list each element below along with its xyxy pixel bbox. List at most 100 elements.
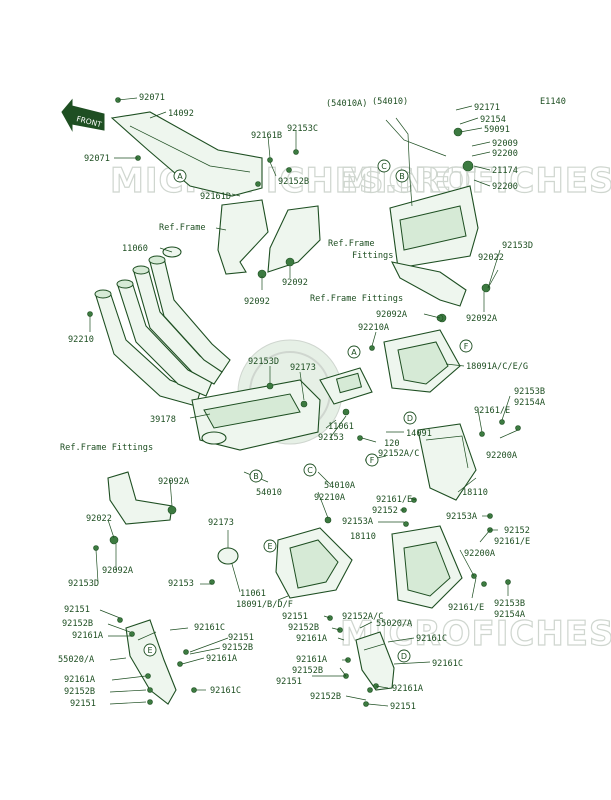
- part-number: 92151: [70, 699, 96, 709]
- part-number: 92153B: [494, 599, 525, 609]
- exhaust-collector-39178: [191, 367, 373, 451]
- part-number: 92161B: [251, 131, 282, 141]
- callout-d-lower: D: [397, 649, 411, 663]
- part-number: 92092: [244, 297, 270, 307]
- part-number: 92173: [208, 518, 234, 528]
- part-number: 92200A: [464, 549, 496, 559]
- part-number: 14092: [168, 109, 194, 119]
- part-number: 21174: [492, 166, 518, 176]
- callout-f-mid: F: [365, 453, 379, 467]
- part-number: 92153D: [502, 241, 533, 251]
- callout-b-mid: B: [249, 469, 263, 483]
- part-number: 92153: [168, 579, 194, 589]
- part-number: 92092A: [102, 566, 134, 576]
- part-number: 92161A: [64, 675, 96, 685]
- part-number: 92161/E: [376, 495, 412, 505]
- part-number: 92171: [474, 103, 500, 113]
- svg-text:E: E: [267, 542, 272, 551]
- part-number: 92153A: [446, 512, 478, 522]
- part-number: 92161/E: [474, 406, 510, 416]
- part-number: 54010: [256, 488, 282, 498]
- svg-text:E: E: [147, 646, 152, 655]
- part-number: 92161C: [210, 686, 241, 696]
- part-number: 18110: [462, 488, 488, 498]
- part-number: 92152A/C: [342, 612, 383, 622]
- callout-c-mid: C: [303, 463, 317, 477]
- svg-text:B: B: [253, 472, 259, 481]
- part-number: 92151: [276, 677, 302, 687]
- front-arrow: FRONT: [61, 98, 105, 132]
- part-number: 92152B: [310, 692, 341, 702]
- part-number: 92161A: [392, 684, 424, 694]
- part-number: 92161C: [194, 623, 225, 633]
- callouts: A B C A F D F B C E E D: [143, 159, 473, 663]
- part-number: 92092A: [158, 477, 190, 487]
- part-number: 92152B: [222, 643, 253, 653]
- part-number: 92153C: [287, 124, 318, 134]
- part-number: 92161A: [72, 631, 104, 641]
- part-number: 92152B: [288, 623, 319, 633]
- part-number: 92151: [390, 702, 416, 712]
- callout-d-mid: D: [403, 411, 417, 425]
- part-number: 59091: [484, 125, 510, 135]
- exhaust-headers: [94, 246, 231, 407]
- part-number: 92161A: [296, 634, 328, 644]
- ref-frame-label: Ref.Frame: [159, 223, 206, 233]
- part-number: 92161/E: [494, 537, 530, 547]
- svg-text:B: B: [399, 172, 405, 181]
- svg-text:F: F: [370, 456, 375, 465]
- part-number: 55020/A: [58, 655, 95, 665]
- callout-a-mid: A: [347, 345, 361, 359]
- callout-f-upper: F: [459, 339, 473, 353]
- ref-frame-fittings-top-2: Fittings: [352, 251, 393, 261]
- part-number: 92151: [64, 605, 90, 615]
- part-number: 92153A: [342, 517, 374, 527]
- part-number: 92161A: [206, 654, 238, 664]
- part-number: 92154A: [514, 398, 546, 408]
- callout-a-upper: A: [173, 169, 187, 183]
- part-number: 92200: [492, 182, 518, 192]
- ref-frame-fittings-top: Ref.Frame: [328, 239, 375, 249]
- leader-lines: [89, 97, 519, 707]
- part-number: 11060: [122, 244, 148, 254]
- part-number: 92210A: [358, 323, 390, 333]
- part-number: 92152B: [64, 687, 95, 697]
- part-number: 92092: [282, 278, 308, 288]
- svg-text:A: A: [351, 348, 357, 357]
- part-number: 92153B: [514, 387, 545, 397]
- lower-guard-right: [355, 631, 395, 691]
- part-number: 18091/B/D/F: [236, 600, 293, 610]
- part-number: 92200: [492, 149, 518, 159]
- svg-text:F: F: [464, 342, 469, 351]
- part-number: 55020/A: [376, 619, 413, 629]
- muffler-cover-18110: [417, 423, 477, 501]
- svg-text:C: C: [307, 466, 313, 475]
- part-number: 92153D: [248, 357, 279, 367]
- muffler-18091bdf: [217, 527, 353, 599]
- frame-bracket: [217, 199, 321, 279]
- part-number: 18091A/C/E/G: [466, 362, 528, 372]
- part-number: 92071: [139, 93, 165, 103]
- part-number: 92154: [480, 115, 506, 125]
- part-number: 92071: [84, 154, 110, 164]
- part-number: 92173: [290, 363, 316, 373]
- ref-frame-fittings-left: Ref.Frame Fittings: [60, 443, 153, 453]
- svg-text:D: D: [407, 414, 413, 423]
- callout-c-upper: C: [377, 159, 391, 173]
- part-number: 92161D: [200, 192, 231, 202]
- part-number: 92200A: [486, 451, 518, 461]
- callout-b-upper: B: [395, 169, 409, 183]
- part-number: 92152B: [278, 177, 309, 187]
- muffler-cover-18110-lower: [391, 525, 463, 609]
- part-number: 92092A: [466, 314, 498, 324]
- under-tray: [385, 117, 479, 269]
- part-number: 92022: [478, 253, 504, 263]
- part-number: 11061: [328, 422, 354, 432]
- part-number: 92092A: [376, 310, 408, 320]
- part-number: 11061: [240, 589, 266, 599]
- part-number: 92151: [282, 612, 308, 622]
- ref-labels: Ref.Frame Ref.Frame Fittings Ref.Frame F…: [60, 223, 403, 453]
- svg-text:C: C: [381, 162, 387, 171]
- part-number: 92152A/C: [378, 449, 419, 459]
- svg-text:A: A: [177, 172, 183, 181]
